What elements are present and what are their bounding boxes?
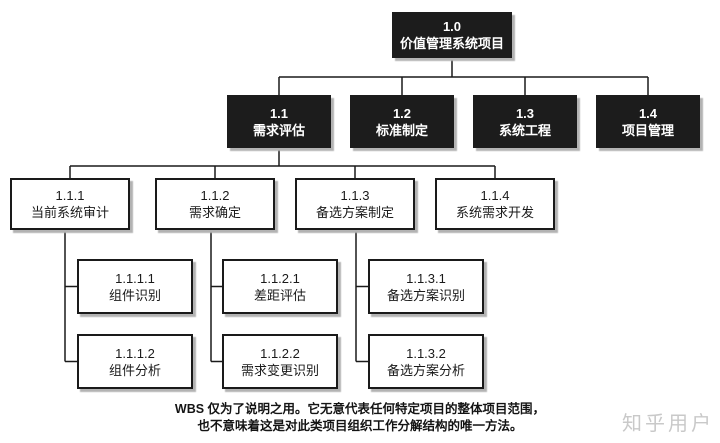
wbs-node-1-3: 1.3 系统工程 bbox=[473, 95, 577, 148]
wbs-node-1-1-1-1: 1.1.1.1 组件识别 bbox=[77, 259, 193, 314]
wbs-node-1-1-2-2: 1.1.2.2 需求变更识别 bbox=[222, 334, 338, 389]
node-label: 组件识别 bbox=[108, 287, 161, 303]
node-label: 备选方案制定 bbox=[315, 205, 394, 220]
wbs-node-1-1-3-1: 1.1.3.1 备选方案识别 bbox=[368, 259, 484, 314]
node-label: 系统需求开发 bbox=[455, 205, 534, 220]
wbs-node-1-4: 1.4 项目管理 bbox=[596, 95, 700, 148]
node-label: 需求变更识别 bbox=[240, 362, 319, 378]
node-label: 需求确定 bbox=[188, 205, 241, 220]
node-code: 1.1.1.2 bbox=[115, 345, 155, 361]
node-label: 项目管理 bbox=[621, 122, 674, 138]
wbs-node-1-1: 1.1 需求评估 bbox=[227, 95, 331, 148]
wbs-node-1-1-3-2: 1.1.3.2 备选方案分析 bbox=[368, 334, 484, 389]
node-code: 1.1.2.1 bbox=[260, 270, 300, 286]
node-code: 1.1.3.1 bbox=[406, 270, 446, 286]
node-label: 需求评估 bbox=[252, 122, 305, 138]
node-label: 标准制定 bbox=[375, 122, 428, 138]
node-label: 差距评估 bbox=[253, 287, 306, 303]
node-label: 系统工程 bbox=[498, 122, 551, 138]
node-code: 1.1.3.2 bbox=[406, 345, 446, 361]
node-label: 组件分析 bbox=[108, 362, 161, 378]
wbs-node-1-0: 1.0 价值管理系统项目 bbox=[392, 12, 512, 58]
diagram-footnote: WBS 仅为了说明之用。它无意代表任何特定项目的整体项目范围， 也不意味着这是对… bbox=[0, 401, 720, 434]
node-code: 1.1.1 bbox=[55, 188, 85, 203]
footnote-line-2: 也不意味着这是对此类项目组织工作分解结构的唯一方法。 bbox=[197, 418, 523, 433]
wbs-node-1-1-3: 1.1.3 备选方案制定 bbox=[295, 178, 415, 230]
node-label: 备选方案分析 bbox=[386, 362, 465, 378]
node-code: 1.1.4 bbox=[480, 188, 510, 203]
node-code: 1.0 bbox=[442, 19, 462, 34]
node-label: 价值管理系统项目 bbox=[399, 36, 504, 51]
wbs-node-1-1-2-1: 1.1.2.1 差距评估 bbox=[222, 259, 338, 314]
wbs-node-1-1-1: 1.1.1 当前系统审计 bbox=[10, 178, 130, 230]
wbs-node-1-1-2: 1.1.2 需求确定 bbox=[155, 178, 275, 230]
node-code: 1.1.2.2 bbox=[260, 345, 300, 361]
node-code: 1.3 bbox=[515, 105, 535, 121]
node-code: 1.1 bbox=[269, 105, 289, 121]
node-code: 1.2 bbox=[392, 105, 412, 121]
node-label: 备选方案识别 bbox=[386, 287, 465, 303]
node-label: 当前系统审计 bbox=[30, 205, 109, 220]
node-code: 1.1.2 bbox=[200, 188, 230, 203]
node-code: 1.1.3 bbox=[340, 188, 370, 203]
node-code: 1.1.1.1 bbox=[115, 270, 155, 286]
watermark: 知乎用户 bbox=[622, 413, 714, 435]
wbs-node-1-1-4: 1.1.4 系统需求开发 bbox=[435, 178, 555, 230]
wbs-node-1-1-1-2: 1.1.1.2 组件分析 bbox=[77, 334, 193, 389]
wbs-node-1-2: 1.2 标准制定 bbox=[350, 95, 454, 148]
footnote-line-1: WBS 仅为了说明之用。它无意代表任何特定项目的整体项目范围， bbox=[174, 402, 546, 416]
node-code: 1.4 bbox=[638, 105, 658, 121]
